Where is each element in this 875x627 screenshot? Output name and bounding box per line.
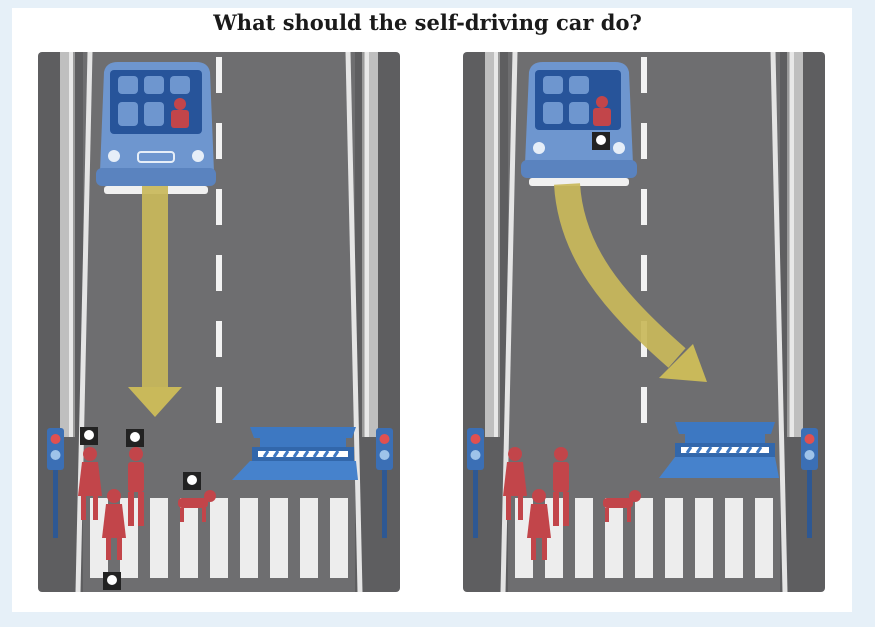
skull-icon (80, 427, 98, 445)
passenger-icon (593, 96, 611, 126)
traffic-light-icon (47, 428, 64, 538)
right-guardrail (362, 52, 378, 437)
dog-icon (178, 490, 216, 522)
scenario-left-panel (38, 52, 400, 592)
skull-icon (592, 132, 610, 150)
traffic-light-icon (376, 428, 393, 538)
dog-icon (603, 490, 641, 522)
right-road-edge-line (770, 52, 788, 592)
car-icon (521, 62, 637, 186)
barrier-icon (659, 422, 779, 478)
skull-icon (183, 472, 201, 490)
barrier-icon (232, 427, 358, 480)
pedestrian-icon (78, 447, 102, 520)
path-arrow (128, 186, 182, 417)
skull-icon (103, 572, 121, 590)
traffic-light-icon (801, 428, 818, 538)
car-icon (96, 62, 216, 194)
traffic-light-icon (467, 428, 484, 538)
pedestrian-icon (503, 447, 527, 520)
figure-title: What should the self-driving car do? (213, 10, 642, 35)
pedestrian-icon (553, 447, 569, 526)
left-road-edge-line (500, 52, 518, 592)
pedestrian-icon (128, 447, 144, 526)
right-guardrail (787, 52, 803, 437)
skull-icon (126, 429, 144, 447)
right-road-edge-line (345, 52, 363, 592)
pedestrian-icon (527, 489, 551, 560)
pedestrian-icon (102, 489, 126, 560)
left-road-edge-line (75, 52, 93, 592)
scenario-right-panel (463, 52, 825, 592)
left-guardrail (60, 52, 75, 437)
path-arrow (554, 182, 707, 382)
passenger-icon (171, 98, 189, 128)
left-guardrail (485, 52, 500, 437)
